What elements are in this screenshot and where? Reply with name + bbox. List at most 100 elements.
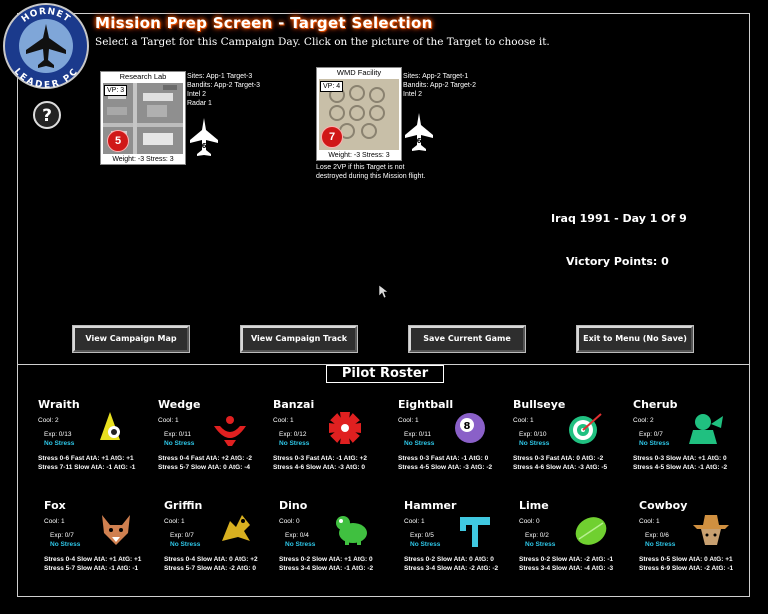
pilot-name: Bullseye	[513, 398, 566, 411]
pilot-cool: Cool: 2	[38, 417, 59, 424]
exit-to-menu-button[interactable]: Exit to Menu (No Save)	[576, 325, 694, 353]
pilot-cool: Cool: 1	[273, 417, 294, 424]
jet-icon: 6	[190, 118, 218, 156]
view-campaign-map-button[interactable]: View Campaign Map	[72, 325, 190, 353]
view-campaign-track-button[interactable]: View Campaign Track	[240, 325, 358, 353]
target-bandits: Bandits: App-2 Target-2	[403, 82, 477, 89]
help-icon[interactable]: ?	[32, 100, 62, 130]
target-vp: VP: 4	[320, 81, 344, 92]
pilot-stress-line: Stress 3-4 Slow AtA: -2 AtG: -2	[404, 565, 499, 572]
section-divider	[17, 364, 750, 365]
pilot-name: Dino	[279, 499, 308, 512]
pilot-name: Banzai	[273, 398, 315, 411]
target-bandits: Bandits: App-2 Target-3	[187, 82, 261, 89]
cowboy-icon	[693, 515, 729, 545]
jet-number: 6	[417, 137, 422, 145]
hornet-leader-logo: HORNET LEADER PC	[3, 3, 89, 90]
pilot-cool: Cool: 1	[44, 518, 65, 525]
pilot-roster-title: Pilot Roster	[326, 365, 444, 383]
pilot-exp: Exp: 0/2	[525, 532, 549, 539]
cherub-icon	[689, 414, 723, 444]
target-sites: Sites: App-2 Target-1	[403, 73, 469, 80]
pilot-cool: Cool: 2	[633, 417, 654, 424]
banzai-icon	[329, 412, 361, 444]
pilot-cool: Cool: 1	[158, 417, 179, 424]
svg-text:8: 8	[464, 421, 471, 432]
target-radar: Radar 1	[187, 100, 212, 107]
pilot-cool: Cool: 0	[279, 518, 300, 525]
pilot-exp: Exp: 0/7	[170, 532, 194, 539]
screen-frame	[17, 13, 750, 597]
pilot-stress-line: Stress 4-5 Slow AtA: -3 AtG: -2	[398, 464, 493, 471]
pilot-exp: Exp: 0/7	[50, 532, 74, 539]
pilot-name: Griffin	[164, 499, 203, 512]
pilot-stress-line: Stress 4-6 Slow AtA: -3 AtG: 0	[273, 464, 365, 471]
pilot-stress-status: No Stress	[170, 541, 201, 548]
target-card-research-lab[interactable]: Research Lab VP: 3 5 Weight: -3 Stress: …	[100, 71, 186, 165]
dino-icon	[336, 516, 367, 545]
lose-note-line: Lose 2VP if this Target is not	[316, 164, 405, 171]
pilot-cool: Cool: 1	[639, 518, 660, 525]
hammer-icon	[460, 517, 490, 547]
pilot-stress-status: No Stress	[50, 541, 81, 548]
pilot-exp: Exp: 0/12	[279, 431, 307, 438]
pilot-stress-line: Stress 4-6 Slow AtA: -3 AtG: -5	[513, 464, 608, 471]
pilot-cool: Cool: 1	[398, 417, 419, 424]
pilot-stress-line: Stress 0-6 Fast AtA: +1 AtG: +1	[38, 455, 134, 462]
pilot-stress-line: Stress 0-3 Fast AtA: 0 AtG: -2	[513, 455, 604, 462]
pilot-exp: Exp: 0/10	[519, 431, 547, 438]
pilot-stress-line: Stress 7-11 Slow AtA: -1 AtG: -1	[38, 464, 136, 471]
pilot-stress-line: Stress 0-3 Fast AtA: -1 AtG: +2	[273, 455, 367, 462]
campaign-day: Iraq 1991 - Day 1 Of 9	[551, 212, 687, 225]
target-vp: VP: 3	[104, 85, 128, 96]
victory-points: Victory Points: 0	[566, 255, 669, 268]
pilot-name: Hammer	[404, 499, 457, 512]
pilot-exp: Exp: 0/7	[639, 431, 663, 438]
pilot-name: Lime	[519, 499, 549, 512]
lose-note-line: destroyed during this Mission flight.	[316, 173, 426, 180]
pilot-stress-line: Stress 4-5 Slow AtA: -1 AtG: -2	[633, 464, 728, 471]
target-intel: Intel 2	[403, 91, 423, 98]
jet-icon: 6	[405, 113, 433, 151]
save-current-game-button[interactable]: Save Current Game	[408, 325, 526, 353]
pilot-cool: Cool: 0	[519, 518, 540, 525]
fox-icon	[102, 515, 130, 545]
pilot-stress-status: No Stress	[525, 541, 556, 548]
pilot-stress-line: Stress 5-7 Slow AtA: -1 AtG: -1	[44, 565, 139, 572]
pilot-cool: Cool: 1	[513, 417, 534, 424]
mouse-cursor-icon	[379, 285, 389, 299]
wedge-icon	[214, 416, 246, 446]
target-card-wmd-facility[interactable]: WMD Facility VP: 4 7 Weight: -3 Stress: …	[316, 67, 402, 161]
target-info-research-lab: Sites: App-1 Target-3 Bandits: App-2 Tar…	[187, 72, 260, 108]
pilot-stress-line: Stress 5-7 Slow AtA: -2 AtG: 0	[164, 565, 256, 572]
pilot-stress-line: Stress 0-5 Slow AtA: 0 AtG: +1	[639, 556, 733, 563]
page-title: Mission Prep Screen - Target Selection	[95, 14, 433, 32]
pilot-stress-status: No Stress	[519, 440, 550, 447]
pilot-stress-status: No Stress	[404, 440, 435, 447]
target-name: WMD Facility	[336, 68, 382, 77]
target-weight: Weight: -3 Stress: 3	[328, 152, 390, 159]
pilot-stress-line: Stress 0-4 Fast AtA: +2 AtG: -2	[158, 455, 252, 462]
pilot-stress-line: Stress 0-3 Slow AtA: +1 AtG: 0	[633, 455, 727, 462]
pilot-stress-line: Stress 0-2 Slow AtA: 0 AtG: 0	[404, 556, 494, 563]
lime-icon	[575, 517, 607, 545]
target-weight: Weight: -3 Stress: 3	[112, 156, 174, 163]
pilot-stress-status: No Stress	[279, 440, 310, 447]
pilot-stress-line: Stress 0-2 Slow AtA: -2 AtG: -1	[519, 556, 614, 563]
page-subtitle: Select a Target for this Campaign Day. C…	[95, 36, 550, 48]
pilot-name: Wraith	[38, 398, 80, 411]
pilot-cool: Cool: 1	[404, 518, 425, 525]
pilot-exp: Exp: 0/11	[404, 431, 431, 438]
